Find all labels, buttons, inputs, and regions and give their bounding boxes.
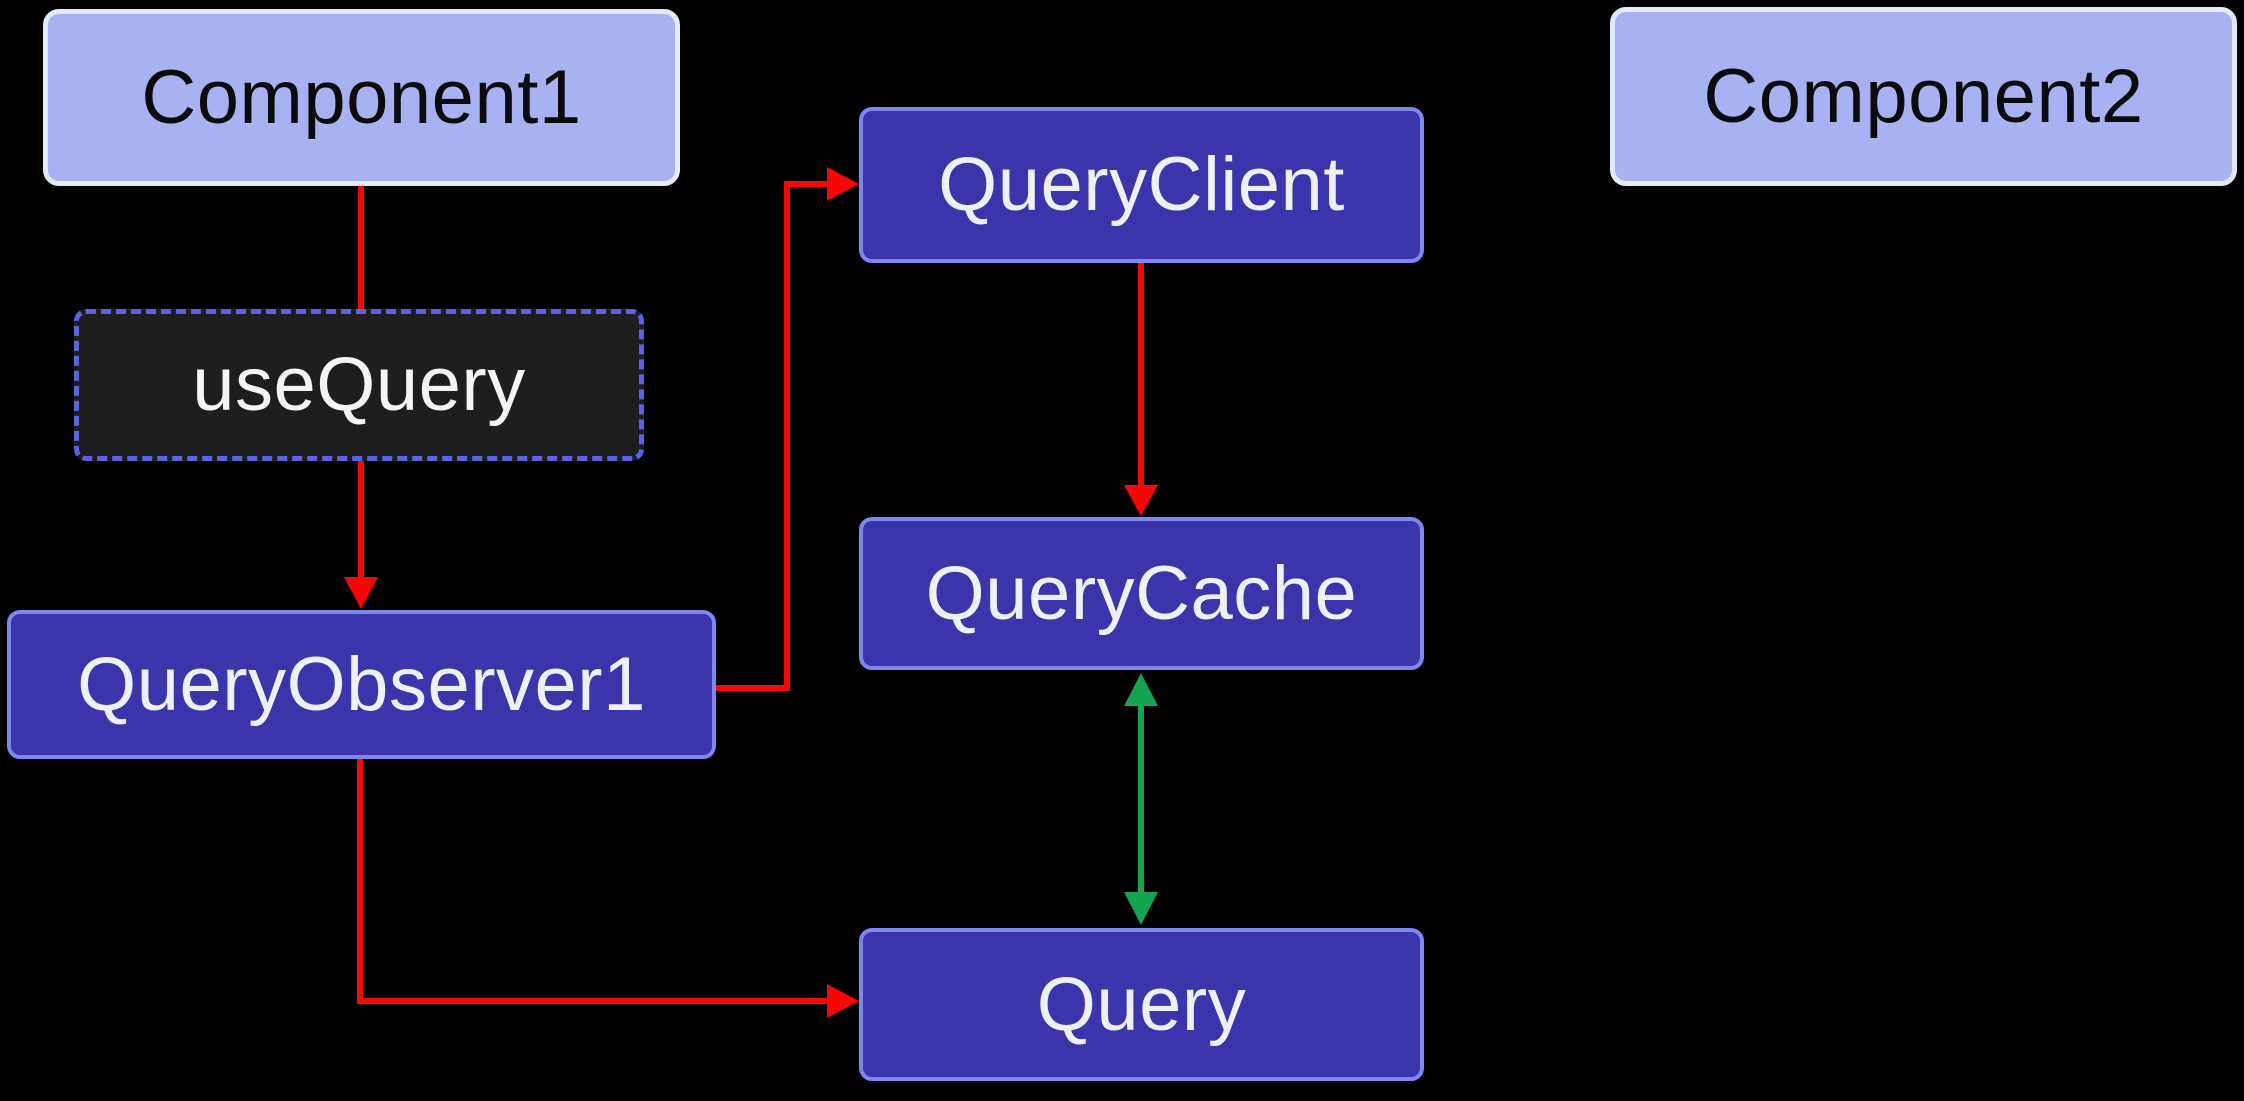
edge-queryobserver1-to-query[interactable] — [357, 759, 859, 1018]
edge-querycache-query-bidirectional[interactable] — [1124, 673, 1158, 925]
node-usequery[interactable]: useQuery — [74, 309, 644, 461]
edge-queryclient-to-querycache[interactable] — [1124, 263, 1158, 516]
arrowhead-up-icon — [1124, 673, 1158, 706]
node-label: useQuery — [192, 342, 526, 427]
node-queryclient[interactable]: QueryClient — [859, 107, 1424, 263]
node-query[interactable]: Query — [859, 928, 1424, 1081]
node-component2[interactable]: Component2 — [1610, 7, 2237, 186]
node-component1[interactable]: Component1 — [43, 9, 680, 186]
arrowhead-down-icon — [1124, 892, 1158, 925]
arrowhead-right-icon — [827, 984, 859, 1018]
node-queryobserver1[interactable]: QueryObserver1 — [7, 610, 716, 759]
arrowhead-down-icon — [1124, 485, 1158, 516]
node-label: QueryObserver1 — [77, 641, 646, 727]
edge-queryobserver1-to-queryclient[interactable] — [716, 167, 859, 691]
node-querycache[interactable]: QueryCache — [859, 517, 1424, 670]
arrowhead-down-icon — [344, 577, 378, 609]
edge-line — [716, 181, 830, 691]
node-label: Component2 — [1703, 53, 2144, 139]
node-label: QueryCache — [925, 550, 1358, 636]
arrowhead-right-icon — [827, 167, 859, 201]
node-label: QueryClient — [938, 142, 1345, 227]
node-label: Component1 — [141, 54, 582, 140]
edge-line — [357, 759, 830, 1004]
node-label: Query — [1036, 961, 1247, 1047]
